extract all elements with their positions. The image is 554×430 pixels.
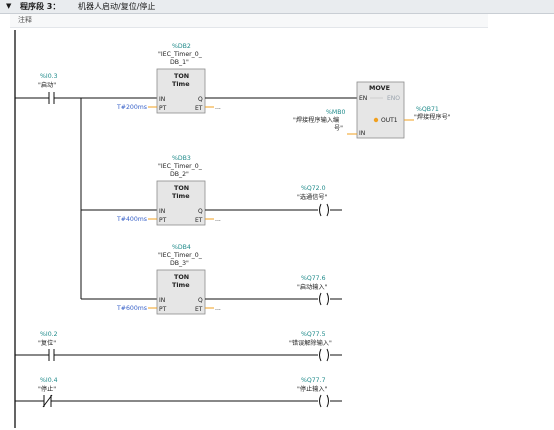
timer1-pt-pin: PT — [159, 105, 167, 112]
timer1-preset[interactable]: T#200ms — [116, 104, 147, 111]
contact-start-name: "启动" — [38, 81, 56, 89]
coil-stop-input[interactable]: %Q77.7 "停止输入" — [51, 377, 342, 408]
timer3-et-pin: ET — [195, 306, 203, 313]
coil-start-input-name: "启动输入" — [297, 283, 328, 291]
coil-strobe-name: "选通信号" — [297, 193, 328, 201]
comment-field[interactable]: 注释 — [10, 14, 488, 28]
coil-error-reset-name: "错误解除输入" — [289, 339, 332, 347]
timer3-preset[interactable]: T#600ms — [116, 305, 147, 312]
timer3-in-pin: IN — [159, 297, 165, 304]
contact-start[interactable]: %I0.3 "启动" — [15, 73, 81, 104]
move-block[interactable]: MOVE EN ENO IN OUT1 %MB0 "焊接程序输入编 号" %QB… — [293, 81, 451, 139]
timer2-db-name: "IEC_Timer_0_ — [158, 163, 203, 170]
network-header[interactable]: ▼ 程序段 3： 机器人启动/复位/停止 — [0, 0, 554, 14]
timer3-type: TON — [174, 273, 189, 281]
timer2-db-name-2: DB_2" — [170, 171, 189, 178]
coil-stop-input-name: "停止输入" — [297, 385, 328, 393]
timer-block-2[interactable]: %DB3 "IEC_Timer_0_ DB_2" TON Time IN Q P… — [81, 155, 221, 226]
coil-error-reset[interactable]: %Q77.5 "错误解除输入" — [54, 331, 342, 362]
coil-error-reset-address: %Q77.5 — [301, 331, 326, 338]
timer3-db-address: %DB4 — [172, 244, 191, 251]
coil-start-input-address: %Q77.6 — [301, 275, 326, 282]
collapse-arrow-icon[interactable]: ▼ — [6, 2, 12, 10]
timer2-et-pin: ET — [195, 217, 203, 224]
contact-stop-name: "停止" — [38, 385, 56, 393]
move-src-name[interactable]: "焊接程序输入编 — [293, 116, 339, 124]
contact-reset[interactable]: %I0.2 "复位" — [15, 331, 58, 361]
timer1-subtype: Time — [172, 80, 190, 88]
timer1-et-value[interactable]: ... — [215, 104, 221, 111]
timer2-et-value[interactable]: ... — [215, 216, 221, 223]
segment-title[interactable]: 机器人启动/复位/停止 — [78, 2, 156, 11]
coil-strobe[interactable]: %Q72.0 "选通信号" — [205, 185, 342, 217]
move-src-address: %MB0 — [326, 109, 345, 116]
coil-strobe-address: %Q72.0 — [301, 185, 326, 192]
timer3-pt-pin: PT — [159, 306, 167, 313]
coil-start-input[interactable]: %Q77.6 "启动输入" — [205, 275, 342, 306]
coil-stop-input-address: %Q77.7 — [301, 377, 326, 384]
out-marker-icon — [373, 117, 379, 123]
segment-label: 程序段 3： — [20, 2, 61, 11]
timer2-preset[interactable]: T#400ms — [116, 216, 147, 223]
timer3-subtype: Time — [172, 281, 190, 289]
contact-stop-address: %I0.4 — [40, 377, 58, 384]
timer3-q-pin: Q — [198, 297, 203, 304]
move-dst-address: %QB71 — [416, 106, 439, 113]
timer1-in-pin: IN — [159, 96, 165, 103]
timer1-et-pin: ET — [195, 105, 203, 112]
timer2-db-address: %DB3 — [172, 155, 191, 162]
timer2-type: TON — [174, 184, 189, 192]
timer3-db-name: "IEC_Timer_0_ — [158, 252, 203, 259]
move-eno-pin: ENO — [387, 95, 400, 102]
timer3-et-value[interactable]: ... — [215, 305, 221, 312]
timer1-db-name-2: DB_1" — [170, 59, 189, 66]
timer2-in-pin: IN — [159, 208, 165, 215]
contact-stop[interactable]: %I0.4 "停止" — [15, 377, 58, 408]
move-in-pin: IN — [359, 130, 365, 137]
contact-reset-name: "复位" — [38, 339, 56, 347]
contact-start-address: %I0.3 — [40, 73, 58, 80]
timer2-pt-pin: PT — [159, 217, 167, 224]
timer-block-1[interactable]: %DB2 "IEC_Timer_0_ DB_1" TON Time IN Q P… — [81, 43, 221, 114]
move-out-pin: OUT1 — [381, 117, 398, 124]
timer2-q-pin: Q — [198, 208, 203, 215]
move-title: MOVE — [369, 84, 390, 92]
contact-reset-address: %I0.2 — [40, 331, 58, 338]
timer2-subtype: Time — [172, 192, 190, 200]
timer3-db-name-2: DB_3" — [170, 260, 189, 267]
move-src-name-2[interactable]: 号" — [334, 125, 343, 132]
comment-label: 注释 — [18, 16, 32, 24]
move-en-pin: EN — [359, 95, 367, 102]
timer1-q-pin: Q — [198, 96, 203, 103]
timer1-db-address: %DB2 — [172, 43, 191, 50]
move-dst-name[interactable]: "焊接程序号" — [414, 113, 451, 121]
timer-block-3[interactable]: %DB4 "IEC_Timer_0_ DB_3" TON Time IN Q P… — [81, 244, 221, 315]
timer1-db-name: "IEC_Timer_0_ — [158, 51, 203, 58]
timer1-type: TON — [174, 72, 189, 80]
